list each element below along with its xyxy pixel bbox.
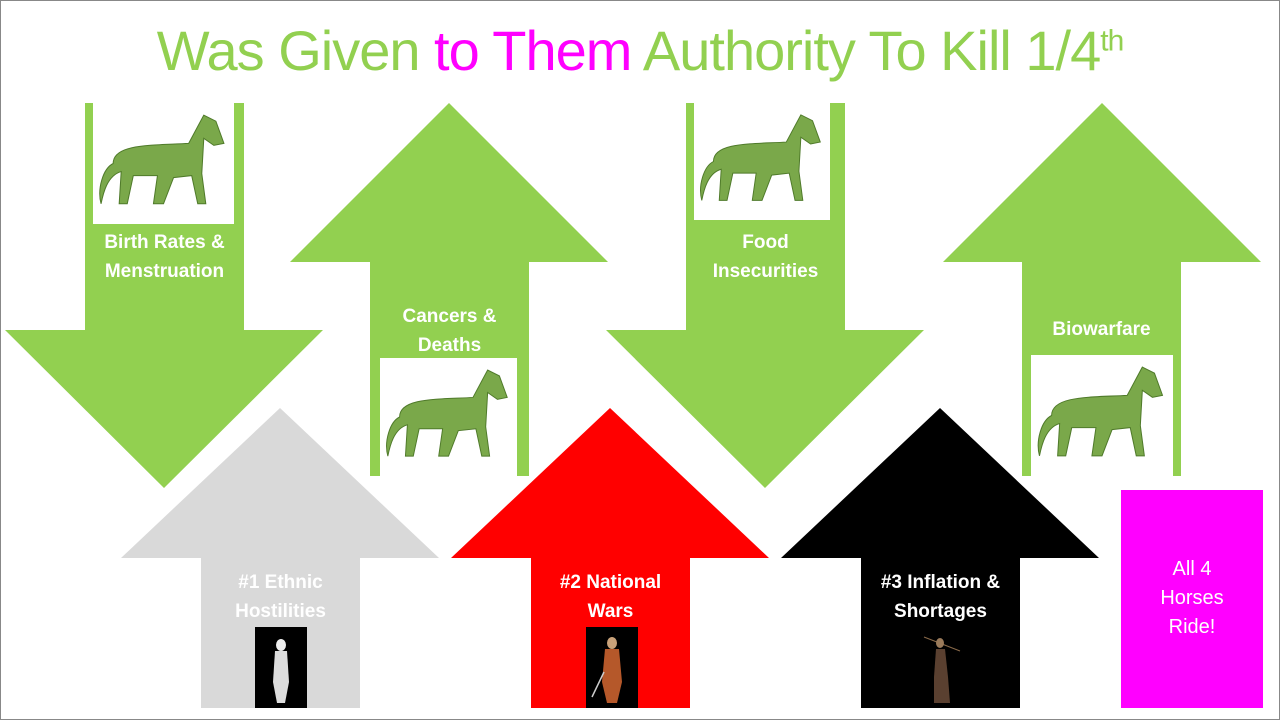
arrow-label-birth-rates: Birth Rates &Menstruation <box>104 232 225 282</box>
red-rider-image <box>586 627 638 708</box>
black-up-arrow <box>781 408 1099 708</box>
down-arrow-3 <box>606 103 924 488</box>
all-horses-callout-box <box>1121 490 1263 708</box>
up-arrow-4 <box>943 103 1261 476</box>
white-rider-image <box>255 627 307 708</box>
green-horse-image <box>694 103 830 220</box>
title-part-1: Was Given <box>156 19 435 82</box>
black-rider-image <box>914 627 968 708</box>
arrow-label-biowarfare: Biowarfare <box>1052 319 1151 340</box>
rider-icon <box>273 639 289 703</box>
green-horse-image <box>380 358 517 476</box>
down-arrow-1 <box>5 103 323 488</box>
green-horse-image <box>1031 355 1173 476</box>
horse-icon <box>99 114 225 205</box>
green-horse-image <box>93 103 234 224</box>
rider-icon <box>591 637 622 703</box>
up-arrow-2 <box>290 103 608 476</box>
arrow-label-inflation: #3 Inflation &Shortages <box>880 572 1001 622</box>
horse-icon <box>386 369 508 457</box>
red-up-arrow <box>451 408 769 708</box>
title-part-3: Authority To Kill 1/4 <box>631 19 1101 82</box>
title-superscript: th <box>1100 24 1124 58</box>
horse-icon <box>1037 366 1164 457</box>
slide-title: Was Given to Them Authority To Kill 1/4t… <box>0 18 1280 83</box>
title-part-2: to Them <box>434 19 632 82</box>
rider-icon <box>923 636 961 703</box>
horse-icon <box>700 114 821 201</box>
gray-up-arrow <box>121 408 439 708</box>
arrow-label-cancers: Cancers &Deaths <box>402 306 497 356</box>
